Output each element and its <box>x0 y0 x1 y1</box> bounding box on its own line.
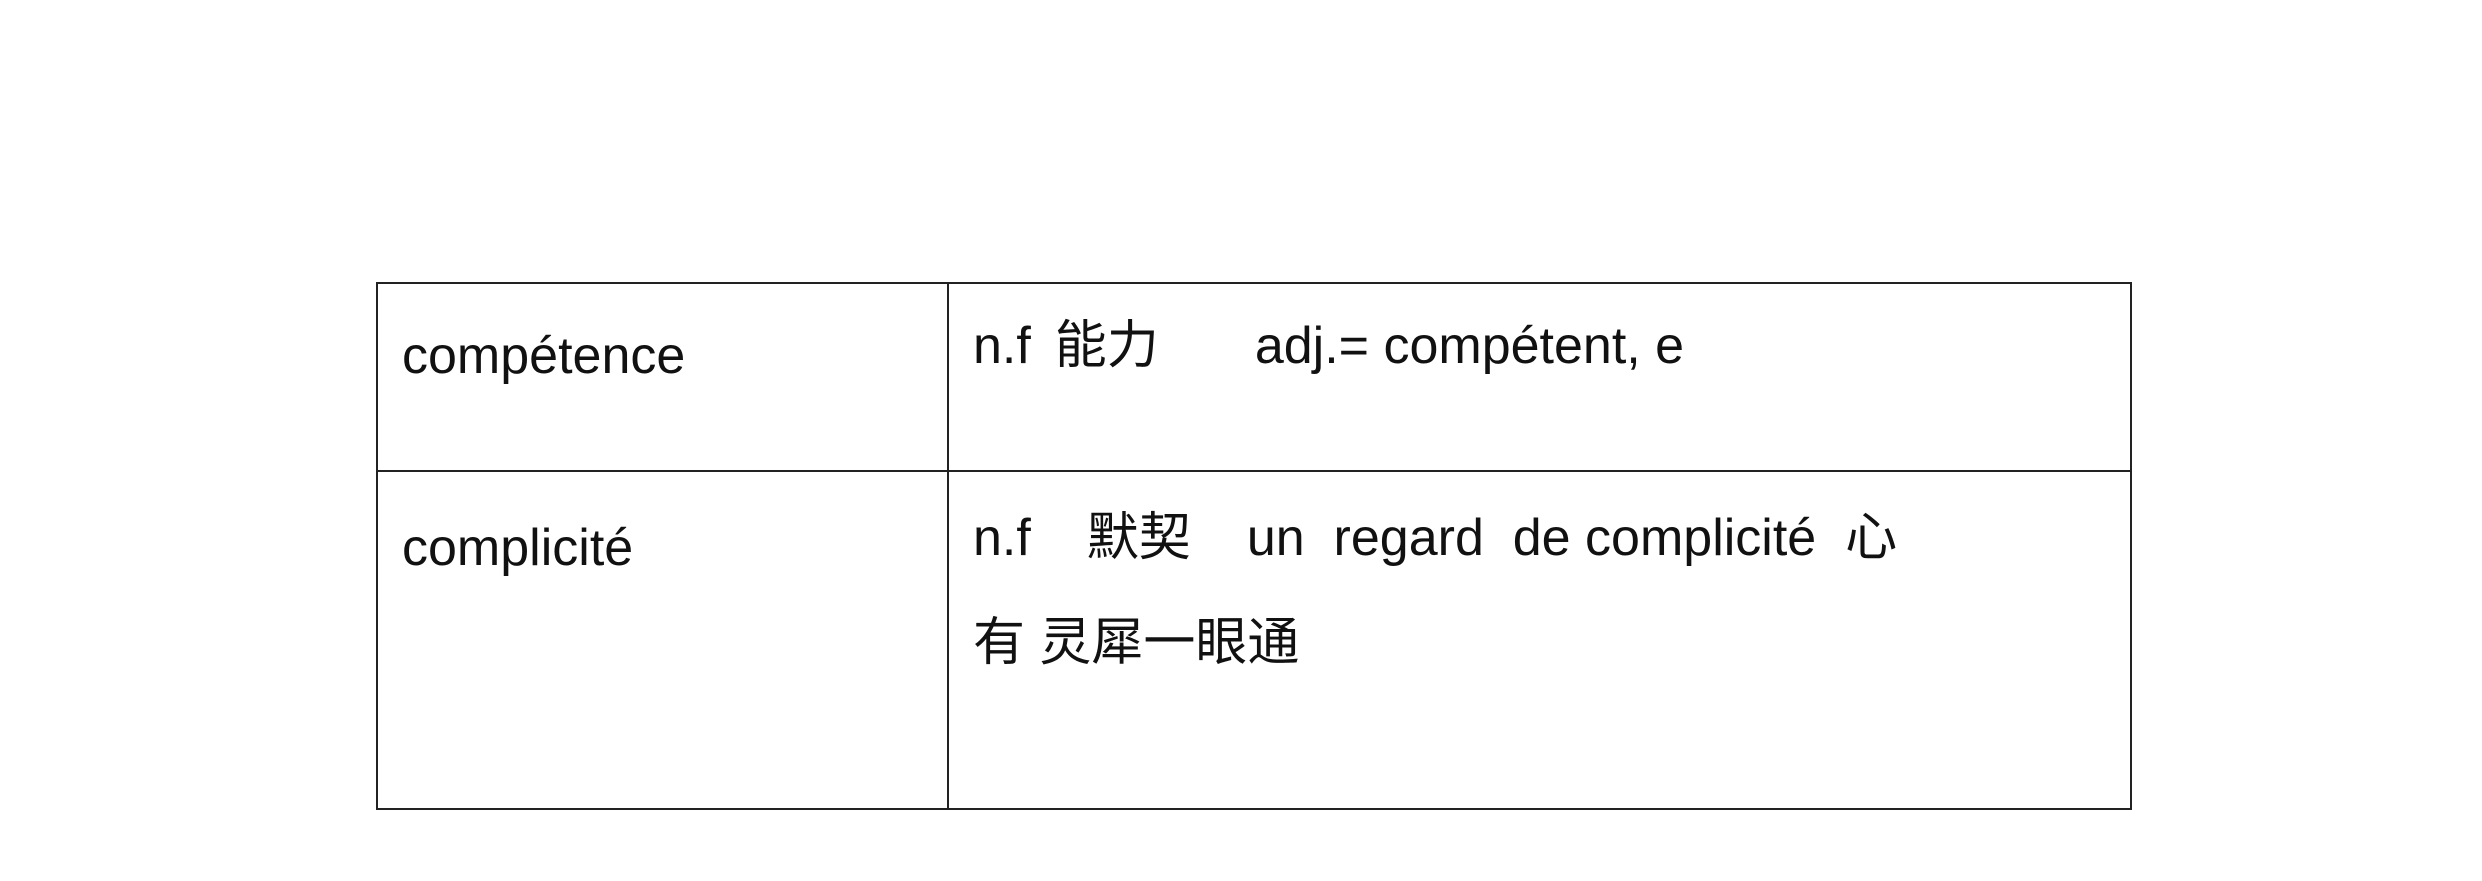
chinese-meaning: 能力 <box>1054 317 1159 375</box>
table-row: complicité n.f 默契 un regard de complicité … <box>376 470 2133 810</box>
term-cell: compétence <box>376 282 949 472</box>
chinese-meaning: 默契 <box>1086 509 1191 567</box>
definition-cell: n.f 默契 un regard de complicité 心 有 灵犀一眼通 <box>946 470 2133 810</box>
definition-line: n.f 默契 un regard de complicité 心 <box>973 506 2106 571</box>
table-row: compétence n.f 能力 adj.= compétent, e <box>376 282 2133 472</box>
term-cell: complicité <box>376 470 949 810</box>
part-of-speech: n.f <box>972 317 1031 375</box>
definition-line-continued: 有 灵犀一眼通 <box>973 611 2106 676</box>
part-of-speech: n.f <box>972 509 1031 567</box>
term-word: complicité <box>402 519 634 577</box>
definition-cell: n.f 能力 adj.= compétent, e <box>946 282 2133 472</box>
example-translation: 有 灵犀一眼通 <box>972 614 1300 672</box>
derived-form-note: adj.= compétent, e <box>1254 317 1685 375</box>
definition-line: n.f 能力 adj.= compétent, e <box>973 314 2106 379</box>
example-phrase: un regard de complicité 心 <box>1246 509 1898 567</box>
vocabulary-table: compétence n.f 能力 adj.= compétent, e compl… <box>376 282 2133 810</box>
term-word: compétence <box>402 327 686 385</box>
